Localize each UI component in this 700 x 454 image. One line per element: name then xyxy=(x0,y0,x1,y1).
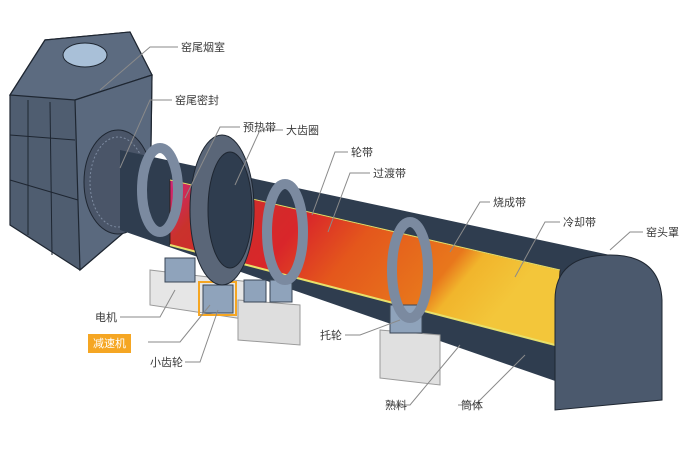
label-kiln-tail-seal: 窑尾密封 xyxy=(175,94,219,107)
label-supporting-roller: 托轮 xyxy=(320,329,342,342)
label-clinker: 熟料 xyxy=(385,399,407,412)
label-preheating-zone: 预热带 xyxy=(243,121,276,134)
label-pinion: 小齿轮 xyxy=(150,356,183,369)
label-kiln-tail-smoke-chamber: 窑尾烟室 xyxy=(181,41,225,54)
label-burning-zone: 烧成带 xyxy=(493,196,526,209)
label-transition-zone: 过渡带 xyxy=(373,167,406,180)
label-large-gear-ring: 大齿圈 xyxy=(286,124,319,137)
label-reducer: 减速机 xyxy=(88,334,131,353)
large-gear-ring xyxy=(189,134,255,286)
label-motor: 电机 xyxy=(95,311,117,324)
label-cooling-zone: 冷却带 xyxy=(563,216,596,229)
tyres xyxy=(137,143,433,323)
kiln-hood xyxy=(554,254,663,411)
label-kiln-hood: 窑头罩 xyxy=(646,226,679,239)
leader-lines xyxy=(99,46,643,406)
label-tyre: 轮带 xyxy=(351,146,373,159)
label-cylinder: 筒体 xyxy=(461,399,483,412)
drive-units xyxy=(164,257,423,334)
